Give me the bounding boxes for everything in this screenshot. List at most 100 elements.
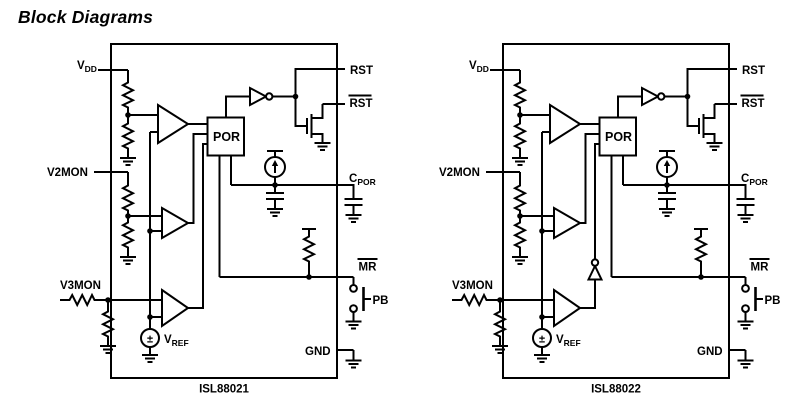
capacitor-plates <box>343 198 364 206</box>
mr-bar-pin-label: MR <box>749 258 770 274</box>
ground-symbol <box>705 138 724 151</box>
arrow-up-icon <box>663 160 671 166</box>
ground-symbol <box>511 153 529 166</box>
comparator-2 <box>150 133 208 240</box>
resistor <box>122 219 134 251</box>
por-block: POR <box>598 116 637 157</box>
ground-symbol <box>511 252 529 265</box>
inverter-bubble-icon <box>265 92 274 101</box>
vref-label: VREF <box>164 334 189 348</box>
por-block: POR <box>206 116 245 157</box>
ground-symbol <box>119 153 137 166</box>
vdd-input-network <box>98 69 158 166</box>
rst-bar-pin-label: RST <box>348 94 373 110</box>
svg-text:RST: RST <box>742 98 765 110</box>
chip-outline <box>110 43 338 379</box>
reset-output-stage <box>225 68 345 151</box>
internal-capacitor <box>265 185 285 217</box>
ground-symbol <box>141 350 159 363</box>
pb-label: PB <box>373 295 389 307</box>
vref-source: ± <box>140 328 160 363</box>
ground-symbol <box>119 252 137 265</box>
v2mon-input-network <box>486 171 554 265</box>
plus-minus-symbol: ± <box>147 334 153 346</box>
cpor-network <box>622 150 756 223</box>
v3mon-input-network <box>60 294 162 354</box>
v2mon-pin-label: V2MON <box>47 167 88 179</box>
part-number-label: ISL88021 <box>199 384 249 396</box>
capacitor-plates <box>735 198 756 206</box>
nmos-transistor <box>294 96 332 151</box>
block-diagram-isl88022: VDD V2MON <box>392 0 800 414</box>
comparator-3 <box>542 143 604 328</box>
chip-outline <box>502 43 730 379</box>
page-title: Block Diagrams <box>18 7 154 27</box>
contact-icon <box>349 284 358 293</box>
v3mon-pin-label: V3MON <box>452 280 493 292</box>
resistor <box>122 120 134 152</box>
contact-icon <box>741 284 750 293</box>
contact-icon <box>349 304 358 314</box>
vdd-pin-label: VDD <box>77 60 97 74</box>
inverter-bubble-icon <box>657 92 666 101</box>
v2mon-input-network <box>94 171 162 265</box>
internal-capacitor <box>657 185 677 217</box>
rst-bar-pin-label: RST <box>740 94 765 110</box>
isl88021-schematic: VDD V2MON <box>47 43 389 396</box>
rst-pin-label: RST <box>742 65 765 77</box>
arrow-up-icon <box>271 160 279 166</box>
cpor-pin-label: CPOR <box>349 173 376 187</box>
plus-minus-symbol: ± <box>539 334 545 346</box>
ground-symbol <box>313 138 332 151</box>
cpor-network <box>230 150 364 223</box>
block-diagram-isl88021: VDD V2MON <box>47 43 389 396</box>
pb-label: PB <box>765 295 781 307</box>
rst-pin-label: RST <box>350 65 373 77</box>
isl88022-schematic: VDD V2MON <box>439 43 781 396</box>
current-source <box>656 150 678 185</box>
comparator-1 <box>542 103 600 145</box>
mr-pullup-network <box>610 155 746 280</box>
svg-text:MR: MR <box>359 262 378 274</box>
ground-symbol <box>736 355 755 369</box>
resistor <box>514 219 526 251</box>
gnd-pin-label: GND <box>305 346 331 358</box>
mr-pullup-network <box>218 155 354 280</box>
ground-symbol <box>658 204 676 217</box>
resistor <box>66 294 98 306</box>
resistor <box>514 79 526 111</box>
capacitor-plates <box>657 192 677 200</box>
pushbutton <box>736 277 763 330</box>
vref-label: VREF <box>556 334 581 348</box>
inverter <box>249 86 274 107</box>
comparator-2 <box>542 133 600 240</box>
gnd-pin <box>729 349 755 369</box>
external-capacitor <box>343 198 364 223</box>
v2mon-pin-label: V2MON <box>439 167 480 179</box>
inverter <box>641 86 666 107</box>
ground-symbol <box>533 350 551 363</box>
comparator-1 <box>150 103 208 145</box>
inverter-bubble-icon <box>590 258 600 267</box>
part-number-label: ISL88022 <box>591 384 641 396</box>
por-block-label: POR <box>605 130 632 144</box>
capacitor-plates <box>265 192 285 200</box>
reset-output-stage <box>617 68 737 151</box>
gnd-pin <box>337 349 363 369</box>
resistor <box>122 79 134 111</box>
resistor <box>303 233 315 265</box>
nmos-transistor <box>686 96 724 151</box>
ground-symbol <box>736 316 755 330</box>
ground-symbol <box>344 210 363 223</box>
por-block-label: POR <box>213 130 240 144</box>
inverter <box>586 258 604 281</box>
resistor <box>122 182 134 214</box>
v3mon-input-network <box>452 294 554 354</box>
v3mon-pin-label: V3MON <box>60 280 101 292</box>
vdd-pin-label: VDD <box>469 60 489 74</box>
vref-source: ± <box>532 328 552 363</box>
resistor <box>695 233 707 265</box>
resistor <box>514 120 526 152</box>
ground-symbol <box>344 316 363 330</box>
